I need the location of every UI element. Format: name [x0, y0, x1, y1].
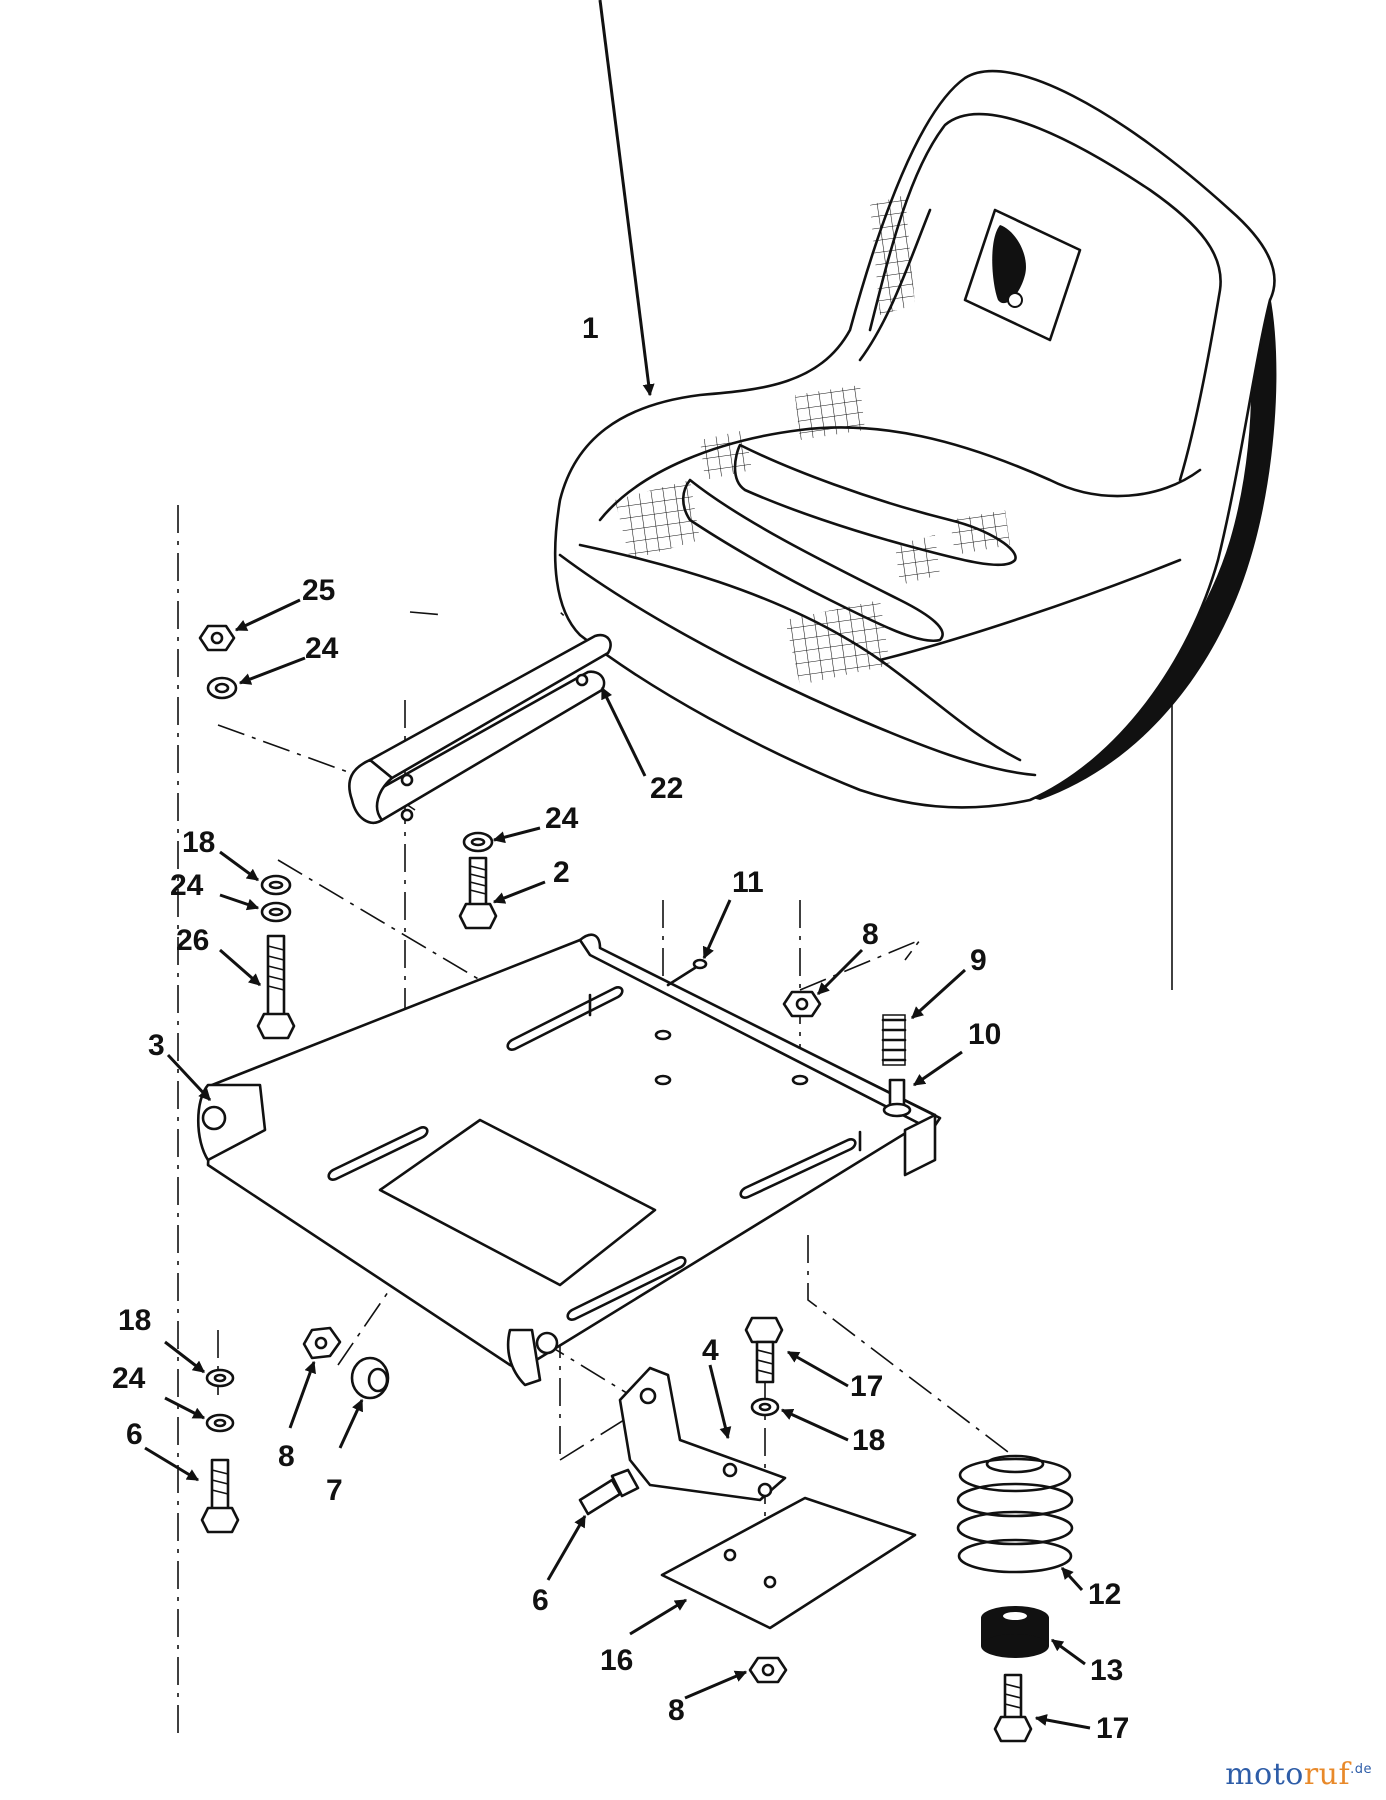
- label-17: 17: [850, 1370, 883, 1403]
- bolt-26: [256, 934, 296, 1040]
- washer-18-mid: [750, 1397, 780, 1417]
- bolt-17-lower: [993, 1673, 1033, 1743]
- bracket-4: [618, 1366, 787, 1502]
- pin-11: [666, 958, 708, 987]
- label-8: 8: [668, 1694, 685, 1727]
- label-7: 7: [326, 1474, 343, 1507]
- mounting-plate-part: [196, 933, 942, 1387]
- bolt-6-left: [200, 1458, 240, 1534]
- nut-8-left: [302, 1326, 342, 1360]
- washer-24-lower: [205, 1413, 235, 1433]
- label-12: 12: [1088, 1578, 1121, 1611]
- label-18: 18: [182, 826, 215, 859]
- spring-9: [881, 1014, 907, 1066]
- hardware-parts: [198, 624, 1074, 1743]
- bolt-6-mid: [578, 1468, 640, 1516]
- washer-18-lower: [205, 1368, 235, 1388]
- label-8: 8: [278, 1440, 295, 1473]
- label-6: 6: [126, 1418, 143, 1451]
- washer-24-top: [206, 676, 238, 700]
- label-17: 17: [1096, 1712, 1129, 1745]
- spring-12: [956, 1454, 1074, 1574]
- label-22: 22: [650, 772, 683, 805]
- label-24: 24: [305, 632, 339, 665]
- washer-24-mid: [462, 831, 494, 853]
- part-labels: 1 25 24 22 24 2 18 24 26 11 8 9 10 3 18 …: [112, 312, 1129, 1745]
- spacer-7: [350, 1356, 390, 1400]
- leader-arrows: [144, 0, 1091, 1730]
- label-16: 16: [600, 1644, 633, 1677]
- label-6: 6: [532, 1584, 549, 1617]
- label-9: 9: [970, 944, 987, 977]
- label-1: 1: [582, 312, 599, 345]
- label-24: 24: [545, 802, 579, 835]
- label-2: 2: [553, 856, 570, 889]
- seat-part: [553, 69, 1277, 809]
- bolt-17-upper: [744, 1316, 784, 1384]
- label-26: 26: [176, 924, 209, 957]
- label-24: 24: [112, 1362, 146, 1395]
- watermark-part1: moto: [1225, 1757, 1304, 1792]
- nut-8-upper: [782, 990, 822, 1018]
- bumper-13: [981, 1606, 1049, 1658]
- label-3: 3: [148, 1029, 165, 1062]
- washer-18-upper: [260, 874, 292, 896]
- label-4: 4: [702, 1334, 719, 1367]
- label-11: 11: [732, 866, 764, 899]
- label-18: 18: [118, 1304, 151, 1337]
- watermark-logo: motoruf.de: [1225, 1757, 1372, 1792]
- bolt-2: [458, 856, 498, 930]
- label-13: 13: [1090, 1654, 1123, 1687]
- watermark-suffix: .de: [1350, 1762, 1372, 1777]
- label-18: 18: [852, 1424, 885, 1457]
- watermark-part2: ruf: [1303, 1757, 1351, 1792]
- nut-25: [198, 624, 236, 652]
- label-8: 8: [862, 918, 879, 951]
- label-25: 25: [302, 574, 335, 607]
- label-24: 24: [170, 869, 204, 902]
- pin-10: [882, 1078, 912, 1118]
- label-10: 10: [968, 1018, 1001, 1051]
- plate-16: [660, 1496, 917, 1630]
- hinge-strap-part: [348, 633, 612, 825]
- washer-24-left: [260, 901, 292, 923]
- nut-8-bottom: [748, 1656, 788, 1684]
